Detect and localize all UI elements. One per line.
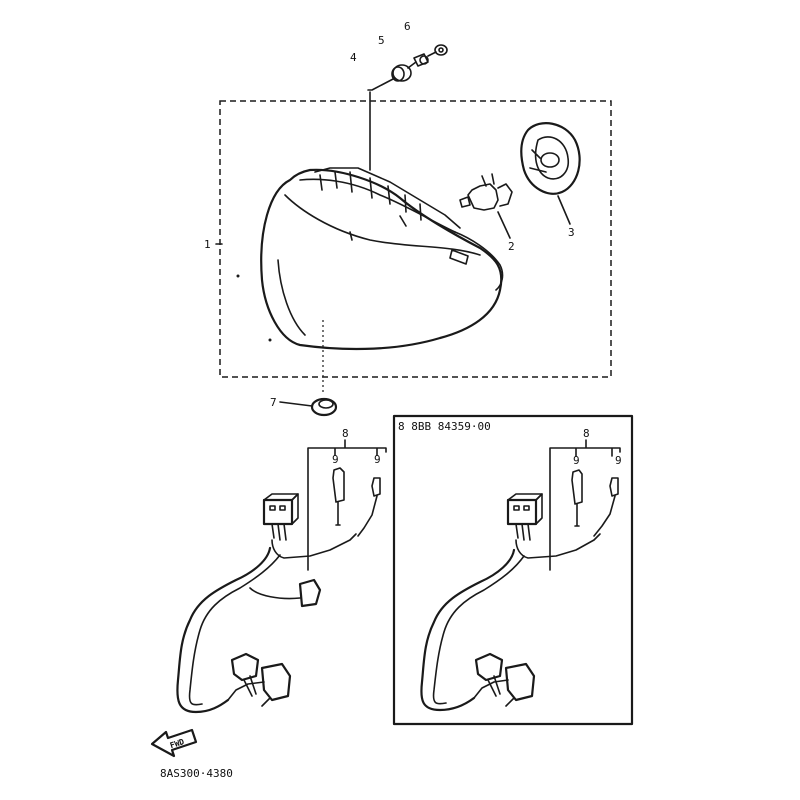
right-harness-wires [420, 493, 601, 712]
left-harness-wires [176, 493, 357, 714]
callout-9-left-b: 9 [374, 453, 381, 466]
leader-line-2 [497, 211, 511, 239]
grommet-part-7 [310, 397, 338, 417]
right-harness-bracket [549, 439, 621, 571]
forward-arrow-label: FWD [169, 737, 186, 750]
headlight-assembly-box [219, 100, 612, 378]
callout-1: 1 [204, 238, 211, 251]
callout-4: 4 [350, 51, 357, 64]
callout-5: 5 [378, 34, 385, 47]
nut-part-6 [434, 44, 448, 56]
callout-7: 7 [270, 396, 277, 409]
right-harness-tubes [571, 469, 619, 537]
leader-line-3 [557, 195, 571, 225]
optional-harness-inset-box [392, 414, 634, 726]
socket-cover-part-3 [520, 122, 581, 195]
left-harness-tubes [332, 467, 381, 537]
callout-9-left-a: 9 [332, 453, 339, 466]
bulb-part-2 [459, 173, 513, 211]
forward-arrow [150, 728, 198, 758]
headlight-body [236, 167, 504, 351]
callout-3: 3 [568, 226, 575, 239]
callout-9-right-a: 9 [573, 454, 580, 467]
callout-9-right-b: 9 [615, 454, 622, 467]
left-harness-bracket [307, 439, 387, 571]
callout-6: 6 [404, 20, 411, 33]
leader-line-7 [279, 401, 313, 407]
callout-2: 2 [508, 240, 515, 253]
collar-part-5 [413, 53, 429, 67]
inset-header: 8 8BB 84359·00 [398, 420, 491, 433]
grommet-part-4 [391, 64, 412, 82]
callout-8-right: 8 [583, 427, 590, 440]
diagram-code: 8AS300·4380 [160, 767, 233, 780]
callout-8-left: 8 [342, 427, 349, 440]
leader-line-4-5-6 [367, 51, 437, 91]
